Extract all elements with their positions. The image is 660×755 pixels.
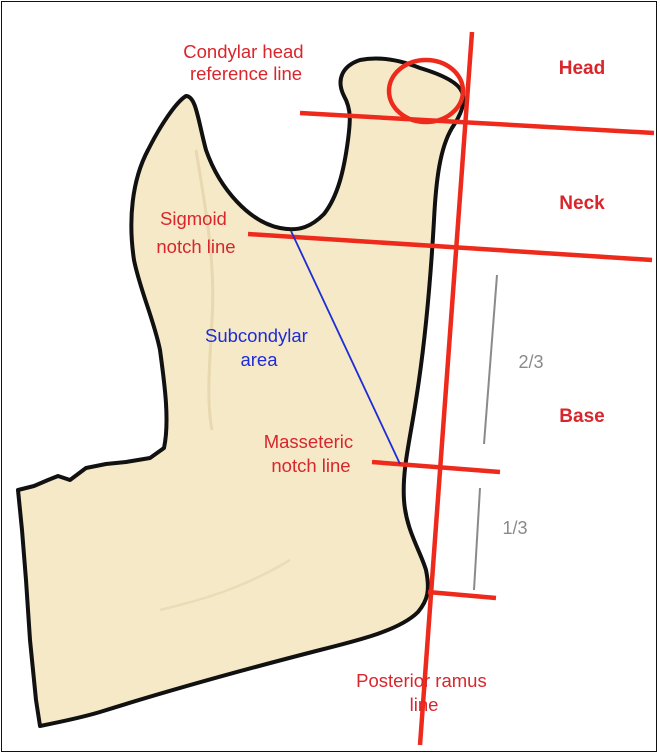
posterior-ramus-line-label-line1: Posterior ramus [356,670,487,691]
sigmoid-notch-line-label-line2: notch line [156,236,235,257]
mandible-ramus-bone [18,58,463,726]
region-label-head: Head [559,58,605,79]
sigmoid-notch-line-label-line1: Sigmoid [160,208,227,229]
region-label-neck: Neck [559,193,605,214]
posterior-ramus-line-label-line2: line [410,694,439,715]
subcondylar-area-label-line2: area [240,349,278,370]
masseteric-notch-line-label-line2: notch line [271,455,350,476]
ratio-line-upper [484,275,497,444]
subcondylar-area-label-line1: Subcondylar [205,325,308,346]
ratio-label-upper: 2/3 [518,352,543,372]
region-label-base: Base [559,406,604,427]
ratio-line-lower [474,488,480,590]
masseteric-notch-line-label-line1: Masseteric [264,431,353,452]
condylar-head-line-label-line1: Condylar head [183,41,303,62]
posterior-ramus-lower-tick [428,592,496,598]
condylar-head-line-label: Condylar head reference line [183,41,308,84]
condylar-head-line-label-line2: reference line [190,63,302,84]
ratio-label-lower: 1/3 [502,518,527,538]
